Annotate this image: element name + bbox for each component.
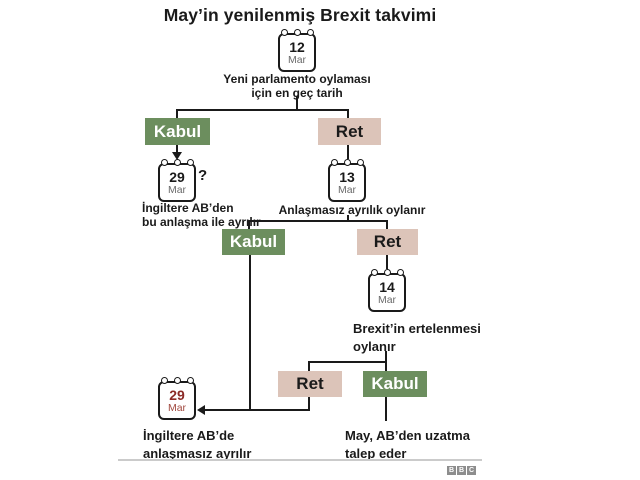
- connector-line: [296, 96, 298, 110]
- connector-line: [308, 361, 387, 363]
- connector-line: [386, 255, 388, 269]
- calendar-rings-icon: [277, 29, 317, 36]
- connector-line: [248, 220, 250, 230]
- calendar-no-deal-vote: 13 Mar: [327, 159, 367, 202]
- bbc-logo-block: B: [447, 466, 456, 475]
- calendar-rings-icon: [157, 159, 197, 166]
- node-reject-1: Ret: [318, 118, 381, 145]
- calendar-month: Mar: [287, 54, 307, 66]
- calendar-month: Mar: [377, 294, 397, 306]
- connector-line: [385, 397, 387, 421]
- connector-line: [308, 397, 310, 410]
- caption-accept-3: May, AB’den uzatma talep eder: [345, 427, 470, 462]
- node-label: Ret: [373, 232, 402, 251]
- question-mark: ?: [198, 167, 208, 184]
- connector-line: [347, 109, 349, 118]
- caption-line: Anlaşmasız ayrılık oylanır: [278, 203, 426, 217]
- connector-line: [386, 220, 388, 230]
- caption-reject-1: Anlaşmasız ayrılık oylanır: [272, 203, 432, 217]
- connector-line: [347, 145, 349, 159]
- node-label: Ret: [296, 374, 324, 393]
- connector-line: [347, 215, 349, 222]
- node-accept-3: Kabul: [363, 371, 427, 397]
- calendar-month: Mar: [337, 184, 357, 196]
- caption-line: oylanır: [353, 338, 396, 354]
- arrow-down-icon: [172, 152, 182, 160]
- calendar-month: Mar: [167, 184, 187, 196]
- arrow-left-icon: [197, 405, 205, 415]
- caption-line: Yeni parlamento oylaması: [223, 72, 371, 86]
- calendar-day: 29: [169, 169, 185, 185]
- caption-line: May, AB’den uzatma: [345, 428, 470, 443]
- calendar-month: Mar: [167, 402, 187, 414]
- node-accept-2: Kabul: [222, 229, 285, 255]
- page-title: May’in yenilenmiş Brexit takvimi: [163, 5, 437, 25]
- caption-line: İngiltere AB’de: [143, 428, 235, 443]
- node-reject-3: Ret: [278, 371, 342, 397]
- node-label: Kabul: [371, 374, 419, 393]
- bbc-logo-block: C: [467, 466, 476, 475]
- caption-reject-3: İngiltere AB’de anlaşmasız ayrılır: [143, 427, 251, 462]
- node-label: Ret: [335, 121, 364, 141]
- calendar-day: 29: [169, 387, 185, 403]
- calendar-rings-icon: [157, 377, 197, 384]
- calendar-accept-deal: 29 Mar: [157, 159, 197, 202]
- node-reject-2: Ret: [357, 229, 418, 255]
- calendar-start: 12 Mar: [277, 29, 317, 72]
- node-label: Kabul: [229, 232, 278, 251]
- calendar-rings-icon: [367, 269, 407, 276]
- calendar-day: 14: [379, 279, 395, 295]
- caption-line: İngiltere AB’den: [142, 201, 234, 215]
- bbc-logo: B B C: [447, 466, 476, 475]
- connector-line: [249, 255, 251, 410]
- footer-divider: [118, 459, 482, 461]
- calendar-delay-vote: 14 Mar: [367, 269, 407, 312]
- bbc-logo-block: B: [457, 466, 466, 475]
- calendar-rings-icon: [327, 159, 367, 166]
- calendar-day: 13: [339, 169, 355, 185]
- node-label: Kabul: [153, 121, 202, 141]
- caption-reject-2: Brexit’in ertelenmesi oylanır: [353, 320, 481, 355]
- connector-line: [176, 109, 349, 111]
- caption-line: Brexit’in ertelenmesi: [353, 321, 481, 336]
- connector-line: [204, 409, 310, 411]
- calendar-exit-no-deal: 29 Mar: [157, 377, 197, 420]
- connector-line: [308, 361, 310, 372]
- caption-start: Yeni parlamento oylaması için en geç tar…: [197, 72, 397, 100]
- caption-line: bu anlaşma ile ayrılır: [142, 215, 261, 229]
- connector-line: [176, 109, 178, 118]
- connector-line: [248, 220, 388, 222]
- calendar-day: 12: [289, 39, 305, 55]
- caption-line: anlaşmasız ayrılır: [143, 445, 252, 461]
- node-accept-1: Kabul: [145, 118, 210, 145]
- caption-accept-1: İngiltere AB’den bu anlaşma ile ayrılır: [142, 201, 261, 229]
- caption-line: talep eder: [345, 445, 407, 461]
- caption-line: için en geç tarih: [251, 86, 343, 100]
- connector-line: [176, 145, 178, 154]
